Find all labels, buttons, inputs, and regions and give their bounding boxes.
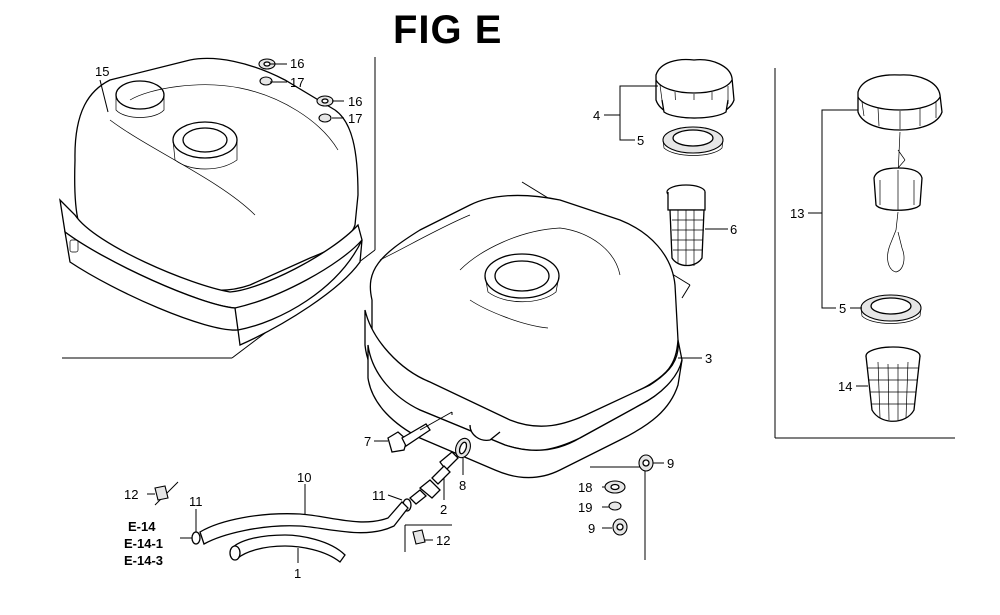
callout-2: 2 <box>440 502 447 517</box>
bolt-part-7 <box>387 423 431 453</box>
figure-title: FIG E <box>393 8 503 52</box>
callout-18: 18 <box>578 480 592 495</box>
fuel-hose-part-10 <box>199 501 409 563</box>
leader-lines <box>99 63 868 563</box>
reference-labels: E-14 E-14-1 E-14-3 <box>124 519 163 568</box>
callout-19: 19 <box>578 500 592 515</box>
seal-part-5 <box>662 126 724 156</box>
callout-17: 17 <box>348 111 362 126</box>
callout-12: 12 <box>124 487 138 502</box>
seal-part-5-right <box>860 294 922 324</box>
callout-11: 11 <box>189 494 203 509</box>
callout-9: 9 <box>588 521 595 536</box>
fuel-tank-part-3 <box>364 194 683 479</box>
o-ring-part-8 <box>455 437 471 459</box>
callout-12: 12 <box>436 533 450 548</box>
fuel-strainer-part-6 <box>666 184 706 267</box>
cap-assembly-part-13 <box>857 74 943 273</box>
callout-5: 5 <box>839 301 846 316</box>
ref-e-14-1: E-14-1 <box>124 536 163 551</box>
callout-5: 5 <box>637 133 644 148</box>
callout-16: 16 <box>290 56 304 71</box>
fuel-cap-part-4 <box>655 58 735 119</box>
callout-9: 9 <box>667 456 674 471</box>
callout-14: 14 <box>838 379 852 394</box>
callout-8: 8 <box>459 478 466 493</box>
fuel-valve-part-2 <box>409 451 459 505</box>
callout-15: 15 <box>95 64 109 79</box>
hardware-part-9-18-19 <box>604 454 654 536</box>
washers-part-16-17 <box>258 58 334 123</box>
clamps-part-12 <box>154 485 426 545</box>
callout-6: 6 <box>730 222 737 237</box>
strainer-part-14 <box>865 346 921 422</box>
callout-10: 10 <box>297 470 311 485</box>
callout-3: 3 <box>705 351 712 366</box>
ref-e-14: E-14 <box>128 519 156 534</box>
callout-11: 11 <box>372 488 386 503</box>
callout-16: 16 <box>348 94 362 109</box>
callout-17: 17 <box>290 75 304 90</box>
callout-7: 7 <box>364 434 371 449</box>
ref-e-14-3: E-14-3 <box>124 553 163 568</box>
callout-labels: 15 16 17 16 17 4 5 6 3 13 5 14 7 8 2 11 … <box>95 56 852 581</box>
callout-13: 13 <box>790 206 804 221</box>
tank-cover-part-15 <box>59 57 363 346</box>
clip-part-11-left <box>191 531 201 545</box>
callout-4: 4 <box>593 108 600 123</box>
callout-1: 1 <box>294 566 301 581</box>
